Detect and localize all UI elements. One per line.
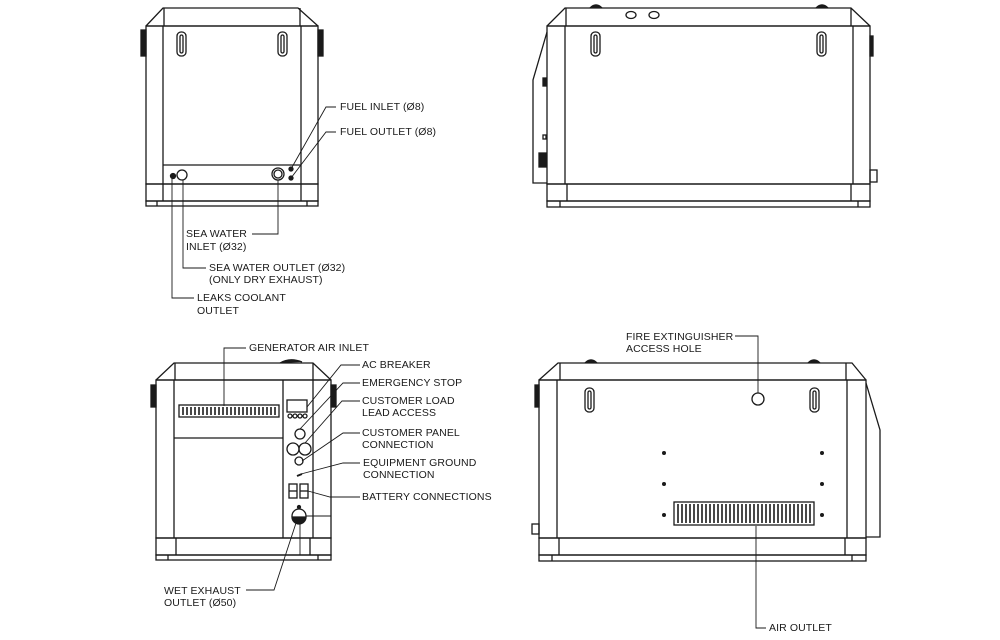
label-generator-air-inlet: GENERATOR AIR INLET [249,342,369,354]
label-customer-panel-line1: CUSTOMER PANEL [362,427,460,439]
label-fuel-outlet: FUEL OUTLET (Ø8) [340,126,437,138]
rear-view [140,7,336,299]
label-leaks-coolant-line1: LEAKS COOLANT [197,292,286,304]
label-wet-exhaust-line2: OUTLET (Ø50) [164,597,237,609]
label-fire-extinguisher-line1: FIRE EXTINGUISHER [626,331,734,343]
label-wet-exhaust-line1: WET EXHAUST [164,585,241,597]
label-air-outlet: AIR OUTLET [769,622,832,634]
side-view-top [532,4,878,208]
label-equipment-ground-line2: CONNECTION [363,469,435,481]
label-sea-water-inlet-line1: SEA WATER [186,228,247,240]
label-emergency-stop: EMERGENCY STOP [362,377,463,389]
label-sea-water-outlet-line2: (ONLY DRY EXHAUST) [209,274,323,286]
label-fire-extinguisher-line2: ACCESS HOLE [626,343,702,355]
front-view [150,347,360,591]
label-sea-water-outlet-line1: SEA WATER OUTLET (Ø32) [209,262,346,274]
label-customer-load-line2: LEAD ACCESS [362,407,437,419]
label-equipment-ground-line1: EQUIPMENT GROUND [363,457,477,469]
label-leaks-coolant-line2: OUTLET [197,305,240,317]
label-customer-load-line1: CUSTOMER LOAD [362,395,455,407]
label-battery-connections: BATTERY CONNECTIONS [362,491,492,503]
label-ac-breaker: AC BREAKER [362,359,431,371]
side-view-bottom [531,335,881,629]
label-fuel-inlet: FUEL INLET (Ø8) [340,101,425,113]
label-sea-water-inlet-line2: INLET (Ø32) [186,241,247,253]
label-customer-panel-line2: CONNECTION [362,439,434,451]
